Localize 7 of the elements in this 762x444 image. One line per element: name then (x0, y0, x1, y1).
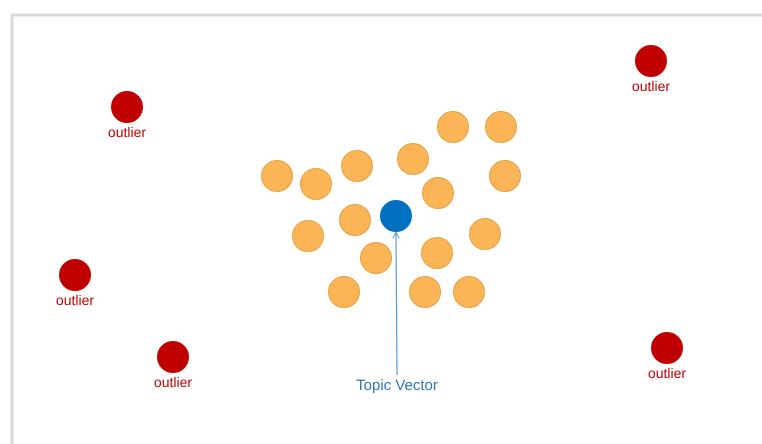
outlier-label: outlier (56, 292, 94, 308)
outlier-label: outlier (632, 78, 670, 94)
outlier-label: outlier (108, 124, 146, 140)
leader-line (392, 232, 400, 375)
outlier-label: outlier (648, 365, 686, 381)
outlier-label: outlier (154, 374, 192, 390)
callout-text: Topic Vector (356, 377, 438, 394)
